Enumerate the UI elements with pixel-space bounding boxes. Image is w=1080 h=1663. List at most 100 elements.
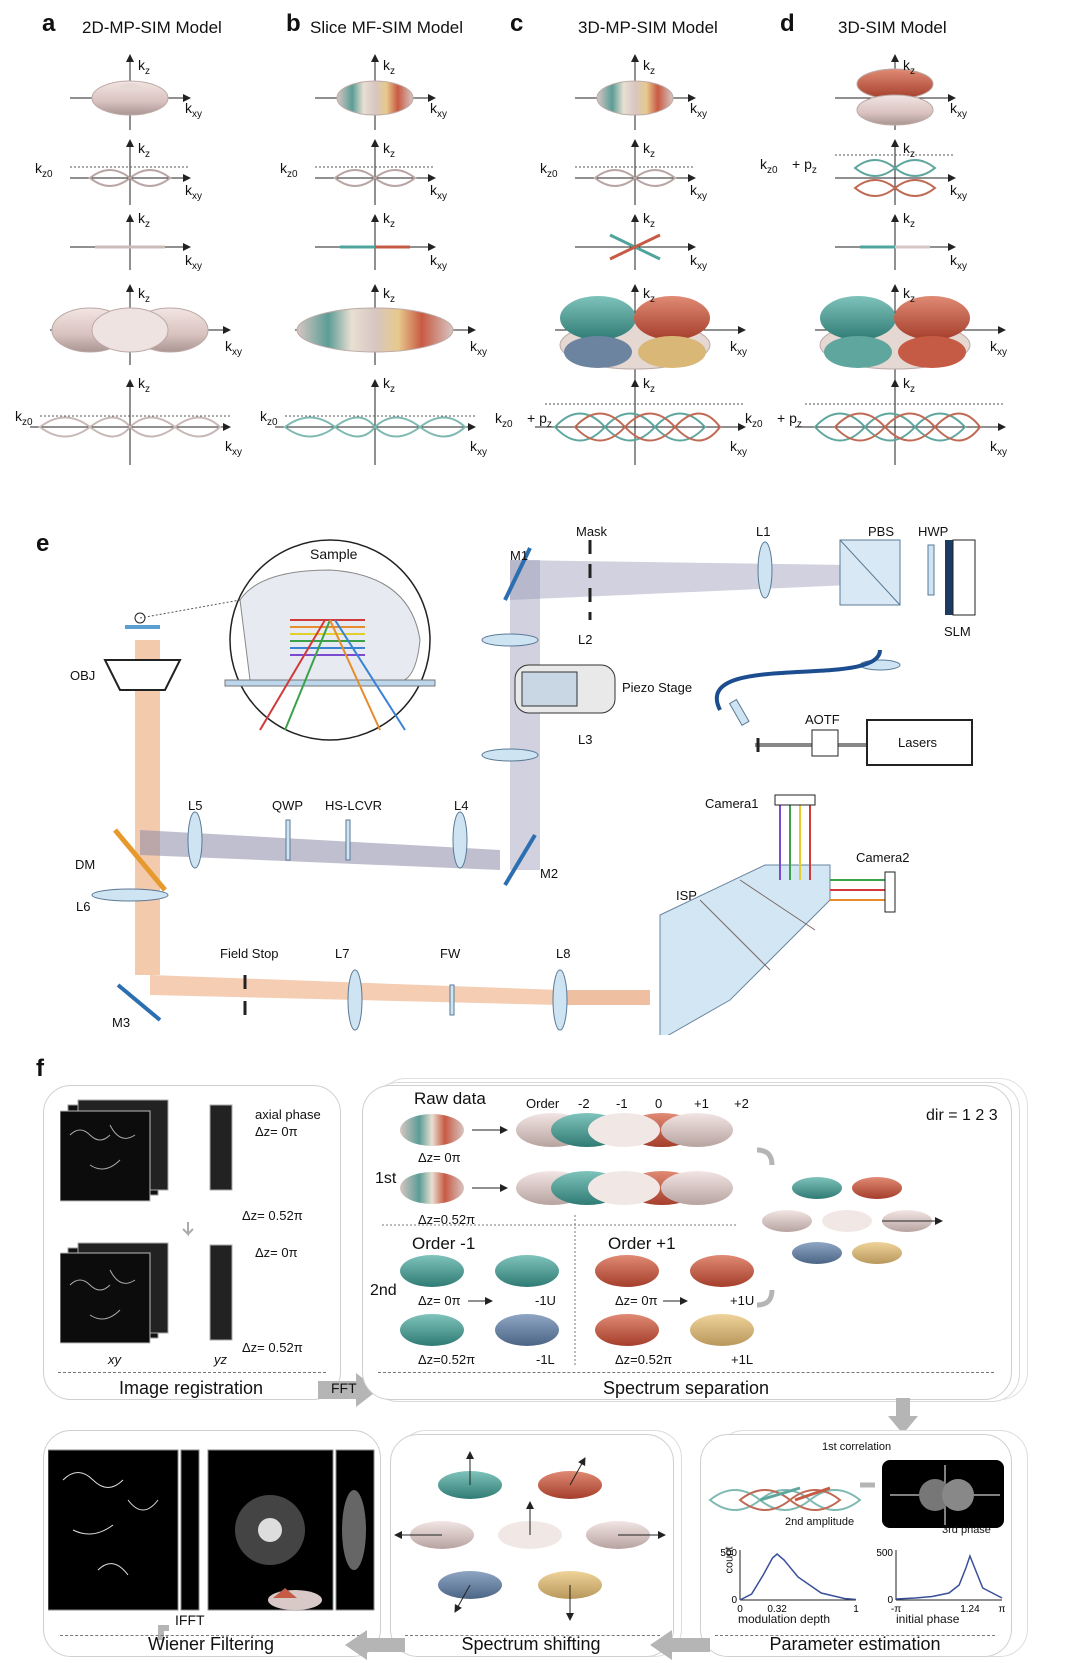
column-a xyxy=(30,54,231,465)
kxy-axis-label: kxy xyxy=(990,438,1007,458)
label-piezo: Piezo Stage xyxy=(622,680,693,695)
kz-axis-label: kz xyxy=(903,375,915,395)
label-l4: L4 xyxy=(454,798,469,813)
m1u-label: -1U xyxy=(535,1293,556,1308)
label-l7: L7 xyxy=(335,946,350,961)
x-tick-label: 1.24 xyxy=(960,1604,980,1615)
pz-label: + pz xyxy=(792,156,817,176)
order-tick-label: -2 xyxy=(578,1096,590,1111)
label-field-stop: Field Stop xyxy=(220,946,279,961)
dir-label: dir = 1 2 3 xyxy=(926,1107,998,1124)
label-lasers: Lasers xyxy=(898,735,938,750)
kxy-axis-label: kxy xyxy=(990,338,1007,358)
label-slm: SLM xyxy=(944,624,971,639)
xy-label: xy xyxy=(108,1352,121,1367)
fft-label: FFT xyxy=(331,1380,357,1396)
raw-data-label: Raw data xyxy=(414,1089,486,1108)
kz0-label: kz0 xyxy=(15,408,33,428)
optical-setup-diagram xyxy=(91,539,976,1035)
wiener-images xyxy=(48,1449,375,1611)
label-m3: M3 xyxy=(112,1015,131,1030)
ifft-label: IFFT xyxy=(175,1612,205,1628)
column-d xyxy=(795,54,1006,465)
x-tick-label: 0.32 xyxy=(767,1604,787,1615)
histogram-line xyxy=(895,1553,1003,1600)
spectrum-separation-caption: Spectrum separation xyxy=(602,1378,770,1398)
kz-axis-label: kz xyxy=(383,57,395,77)
panel-title-c: 3D-MP-SIM Model xyxy=(578,18,718,37)
order-tick-label: +2 xyxy=(734,1096,749,1111)
kz-axis-label: kz xyxy=(643,57,655,77)
kz-axis-label: kz xyxy=(138,57,150,77)
panel-letter-b: b xyxy=(286,10,301,37)
kz0-label: kz0 xyxy=(540,160,558,180)
kxy-axis-label: kxy xyxy=(470,438,487,458)
panel-title-d: 3D-SIM Model xyxy=(838,18,947,37)
panel-title-b: Slice MF-SIM Model xyxy=(310,18,464,37)
wiener-caption: Wiener Filtering xyxy=(147,1634,275,1654)
y-tick-label: 500 xyxy=(876,1548,893,1559)
kxy-axis-label: kxy xyxy=(225,438,242,458)
ifft-arrow xyxy=(158,1625,169,1640)
kz0-label: kz0 xyxy=(280,160,298,180)
order-tick-label: +1 xyxy=(694,1096,709,1111)
label-aotf: AOTF xyxy=(805,712,840,727)
order-tick-label: -1 xyxy=(616,1096,628,1111)
m1l-label: -1L xyxy=(536,1352,555,1367)
kxy-axis-label: kxy xyxy=(950,252,967,272)
label-l6: L6 xyxy=(76,899,91,914)
label-hwp: HWP xyxy=(918,524,949,539)
phase-label-0b: Δz= 0π xyxy=(255,1245,298,1260)
x-tick-label: -π xyxy=(891,1604,901,1615)
first-label: 1st xyxy=(375,1170,397,1187)
y-tick-label: 0 xyxy=(887,1595,893,1606)
kz-axis-label: kz xyxy=(903,210,915,230)
phase-label-052: Δz= 0.52π xyxy=(242,1208,303,1223)
y-tick-label: 500 xyxy=(720,1548,737,1559)
shifting-diagram xyxy=(394,1451,666,1621)
separation-diagram xyxy=(382,1113,943,1365)
p1u-label: +1U xyxy=(730,1293,755,1308)
order-tick-label: 0 xyxy=(655,1096,663,1111)
panel-letter-d: d xyxy=(780,10,795,37)
sep-m1-d0: Δz= 0π xyxy=(418,1293,461,1308)
kxy-axis-label: kxy xyxy=(185,252,202,272)
down-arrow xyxy=(888,1398,918,1434)
kz-axis-label: kz xyxy=(383,140,395,160)
kz0-label: kz0 xyxy=(745,410,763,430)
axial-phase-label: axial phase xyxy=(255,1107,321,1122)
phase-label: 3rd phase xyxy=(942,1524,991,1536)
kz0-label: kz0 xyxy=(260,408,278,428)
label-camera1: Camera1 xyxy=(705,796,759,811)
p1l-label: +1L xyxy=(731,1352,754,1367)
kz-axis-label: kz xyxy=(643,375,655,395)
column-b xyxy=(275,54,476,465)
kz-axis-label: kz xyxy=(383,375,395,395)
column-c xyxy=(535,54,746,465)
label-l2: L2 xyxy=(578,632,593,647)
correlation-label: 1st correlation xyxy=(822,1441,892,1453)
label-obj: OBJ xyxy=(70,668,96,683)
x-tick-label: 1 xyxy=(853,1604,859,1615)
label-l3: L3 xyxy=(578,732,593,747)
order-plus1-label: Order +1 xyxy=(608,1234,676,1253)
label-fw: FW xyxy=(440,946,461,961)
correlation-diagram xyxy=(708,1460,1004,1528)
kxy-axis-label: kxy xyxy=(185,182,202,202)
kxy-axis-label: kxy xyxy=(430,100,447,120)
phase-label-052b: Δz= 0.52π xyxy=(242,1340,303,1355)
panel-letter-f: f xyxy=(36,1055,44,1082)
label-l1: L1 xyxy=(756,524,771,539)
sep-p1-d052: Δz=0.52π xyxy=(615,1352,673,1367)
kxy-axis-label: kxy xyxy=(950,182,967,202)
sep-p1-d0: Δz= 0π xyxy=(615,1293,658,1308)
kz-axis-label: kz xyxy=(138,375,150,395)
kz-axis-label: kz xyxy=(383,285,395,305)
kz-axis-label: kz xyxy=(643,210,655,230)
kz0-label: kz0 xyxy=(35,160,53,180)
kz-axis-label: kz xyxy=(138,210,150,230)
yz-label: yz xyxy=(214,1352,227,1367)
kxy-axis-label: kxy xyxy=(730,338,747,358)
kxy-axis-label: kxy xyxy=(690,182,707,202)
